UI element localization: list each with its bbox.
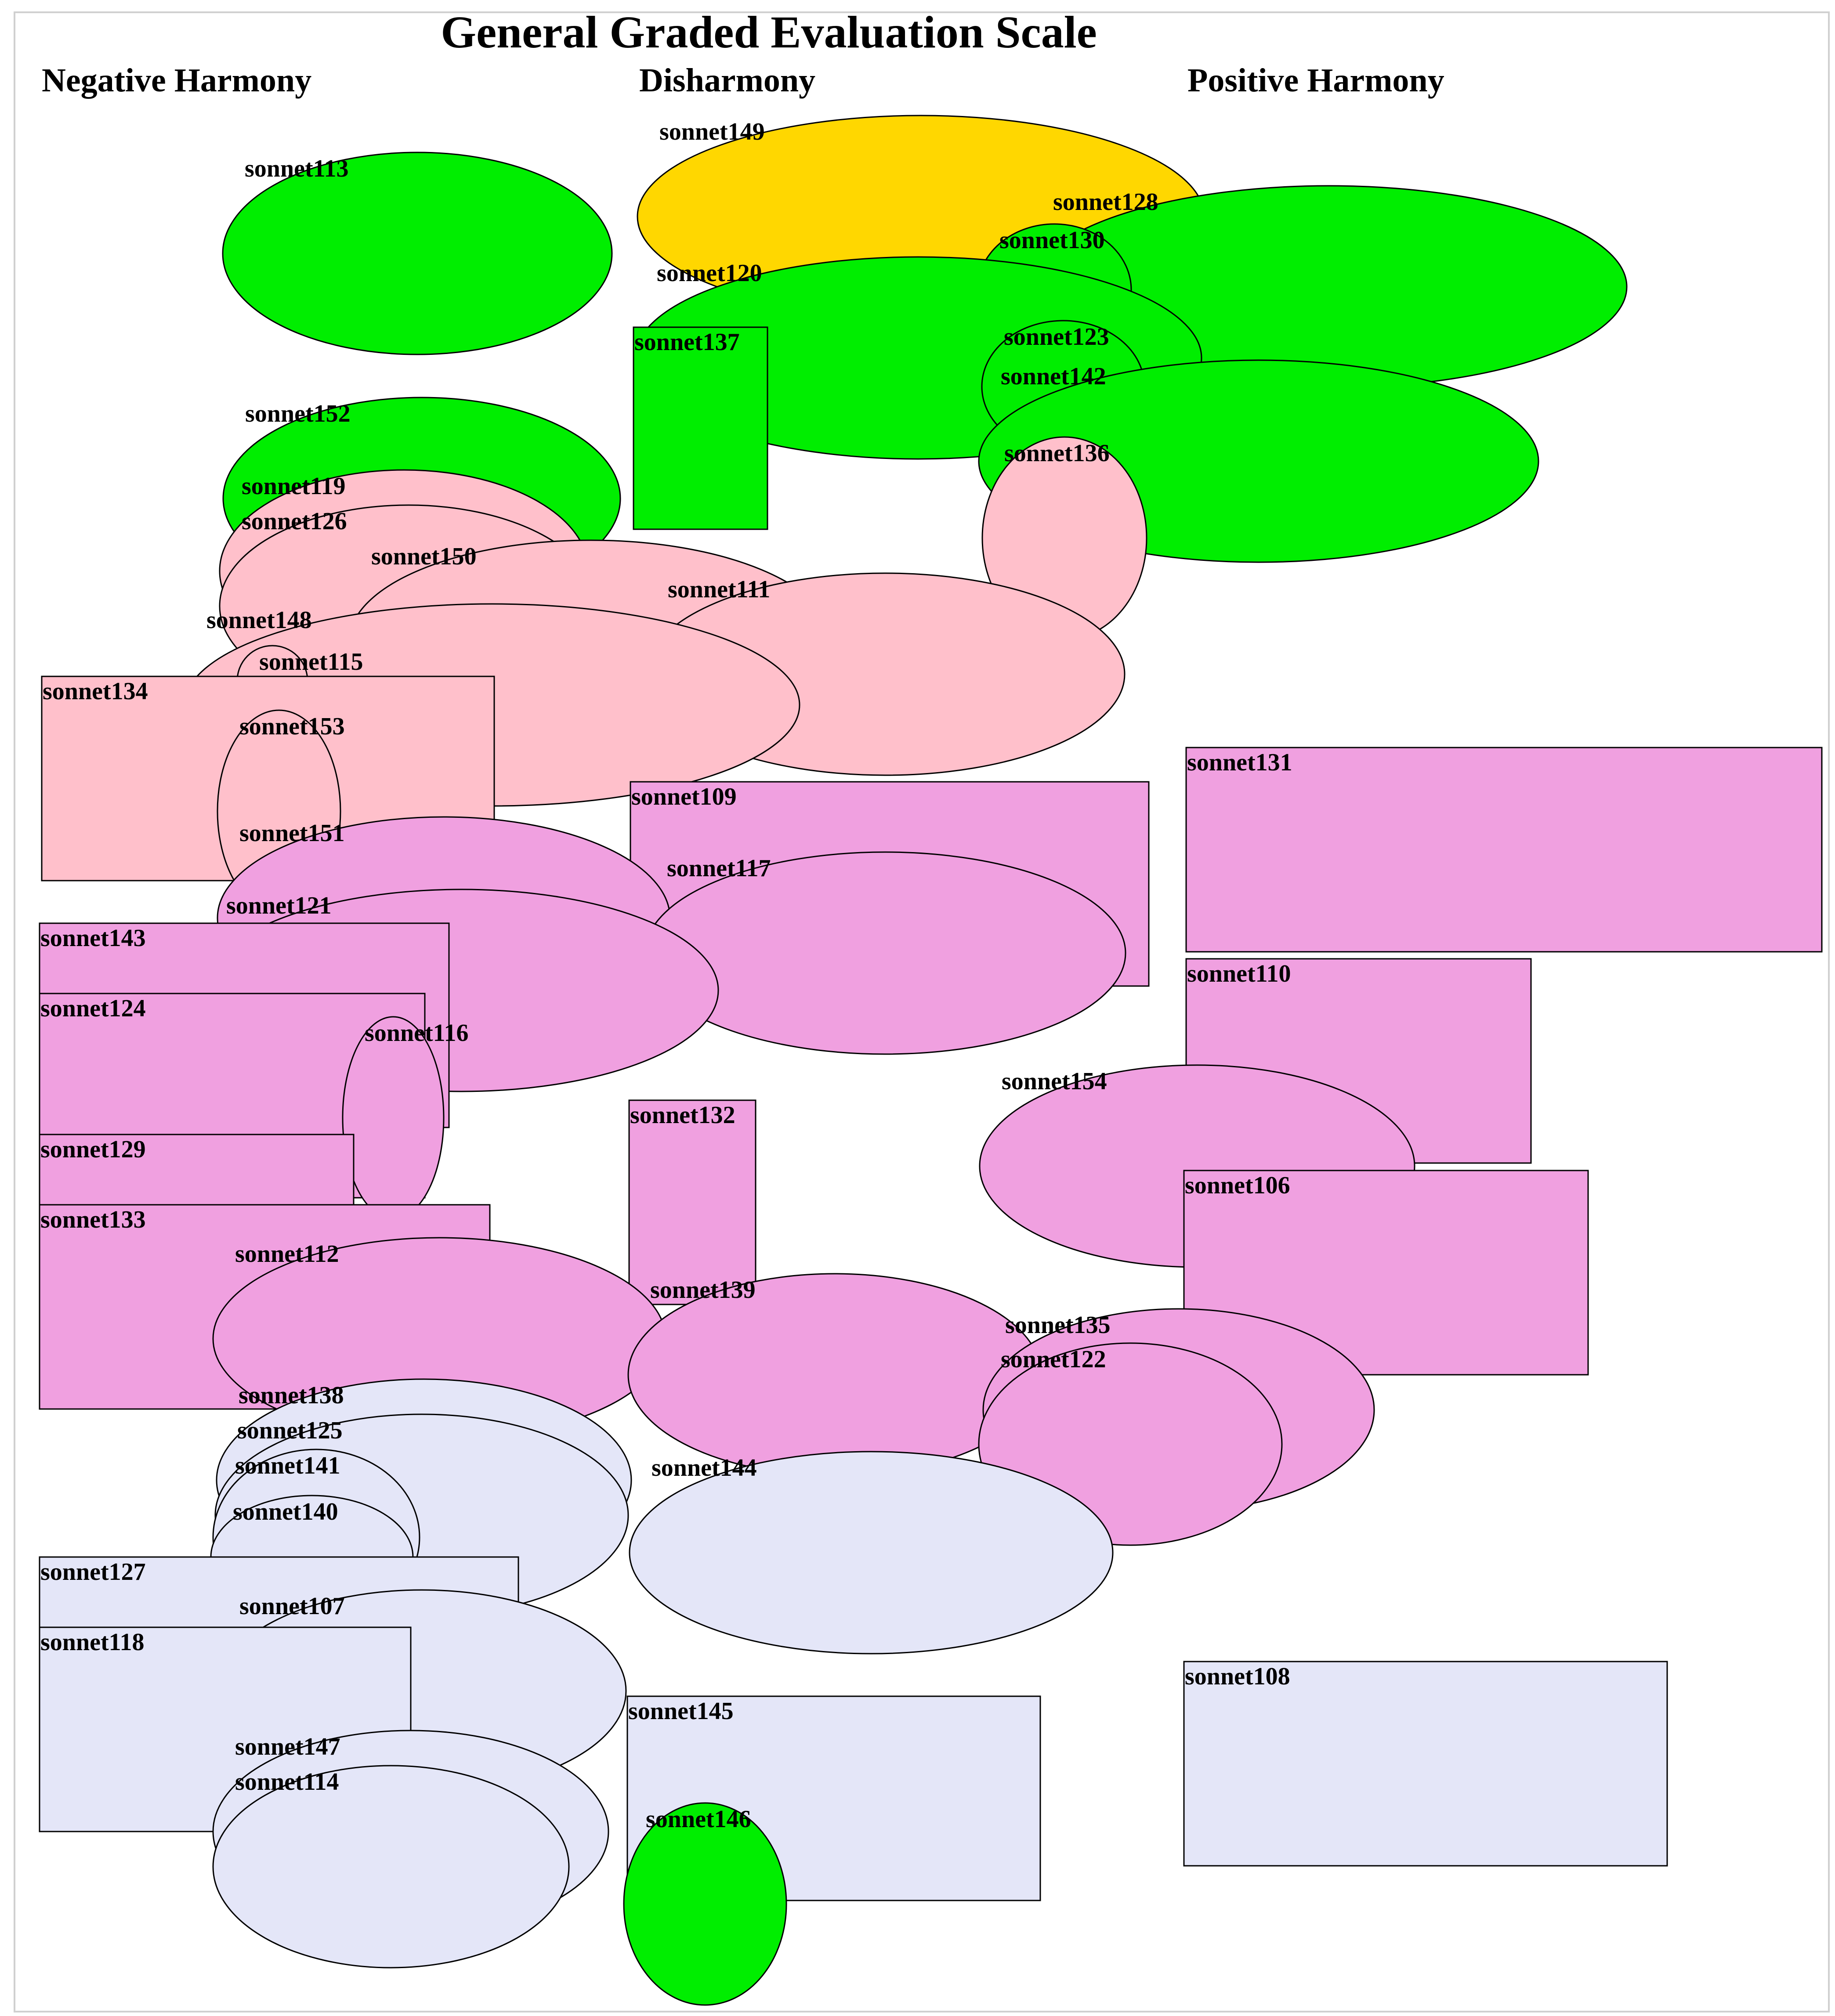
label-sonnet139: sonnet139 [650, 1276, 756, 1304]
label-sonnet124: sonnet124 [40, 995, 146, 1022]
label-sonnet111: sonnet111 [668, 576, 770, 603]
shape-sonnet144 [629, 1451, 1114, 1655]
label-sonnet125: sonnet125 [237, 1417, 343, 1444]
label-sonnet113: sonnet113 [245, 155, 349, 182]
label-sonnet117: sonnet117 [667, 855, 771, 882]
label-sonnet148: sonnet148 [206, 607, 312, 634]
label-sonnet109: sonnet109 [631, 783, 737, 810]
label-sonnet116: sonnet116 [365, 1019, 469, 1047]
label-sonnet106: sonnet106 [1185, 1172, 1290, 1199]
label-sonnet146: sonnet146 [646, 1806, 751, 1833]
label-sonnet127: sonnet127 [40, 1558, 146, 1586]
label-sonnet137: sonnet137 [634, 329, 740, 356]
label-sonnet147: sonnet147 [235, 1733, 340, 1760]
label-sonnet131: sonnet131 [1187, 749, 1292, 776]
shape-sonnet113 [222, 152, 613, 355]
label-sonnet136: sonnet136 [1004, 440, 1110, 467]
label-sonnet149: sonnet149 [659, 118, 765, 145]
label-sonnet107: sonnet107 [239, 1593, 345, 1620]
label-sonnet141: sonnet141 [235, 1452, 340, 1479]
sonnet-labels: sonnet149 sonnet113 sonnet128 sonnet130 sonn… [40, 118, 1292, 1833]
label-sonnet130: sonnet130 [999, 227, 1105, 254]
diagram-title: General Graded Evaluation Scale [441, 7, 1097, 58]
label-sonnet140: sonnet140 [233, 1498, 338, 1525]
label-sonnet108: sonnet108 [1185, 1663, 1290, 1690]
label-sonnet152: sonnet152 [245, 400, 351, 427]
label-sonnet150: sonnet150 [371, 543, 477, 570]
label-sonnet133: sonnet133 [40, 1206, 146, 1233]
label-sonnet134: sonnet134 [43, 678, 148, 705]
label-sonnet114: sonnet114 [235, 1768, 339, 1796]
column-heading-negative: Negative Harmony [42, 62, 311, 99]
label-sonnet135: sonnet135 [1005, 1311, 1111, 1339]
label-sonnet112: sonnet112 [235, 1240, 339, 1268]
label-sonnet142: sonnet142 [1001, 363, 1106, 390]
shape-sonnet117 [644, 851, 1126, 1055]
label-sonnet144: sonnet144 [651, 1454, 757, 1481]
label-sonnet122: sonnet122 [1001, 1346, 1106, 1373]
label-sonnet143: sonnet143 [40, 925, 146, 952]
label-sonnet110: sonnet110 [1187, 960, 1291, 987]
label-sonnet126: sonnet126 [242, 508, 347, 535]
label-sonnet151: sonnet151 [239, 820, 345, 847]
label-sonnet138: sonnet138 [239, 1382, 344, 1409]
label-sonnet145: sonnet145 [628, 1698, 734, 1725]
label-sonnet115: sonnet115 [259, 648, 363, 676]
label-sonnet128: sonnet128 [1053, 188, 1158, 216]
shape-sonnet132 [628, 1099, 756, 1305]
label-sonnet132: sonnet132 [630, 1102, 735, 1129]
label-sonnet129: sonnet129 [40, 1136, 146, 1163]
sonnet-shapes [39, 115, 1823, 2006]
label-sonnet154: sonnet154 [1002, 1068, 1107, 1095]
label-sonnet153: sonnet153 [239, 713, 345, 740]
label-sonnet119: sonnet119 [242, 473, 346, 500]
column-heading-disharmony: Disharmony [639, 62, 815, 99]
label-sonnet120: sonnet120 [657, 260, 762, 287]
shape-sonnet114 [212, 1765, 570, 1969]
shape-sonnet131 [1185, 747, 1823, 953]
column-heading-positive: Positive Harmony [1187, 62, 1444, 99]
label-sonnet121: sonnet121 [226, 892, 332, 919]
shape-sonnet116 [342, 1016, 445, 1220]
label-sonnet118: sonnet118 [40, 1629, 145, 1656]
label-sonnet123: sonnet123 [1004, 323, 1109, 350]
shape-sonnet108 [1183, 1661, 1668, 1867]
shape-sonnet146 [623, 1802, 787, 2006]
shape-sonnet137 [633, 326, 768, 530]
